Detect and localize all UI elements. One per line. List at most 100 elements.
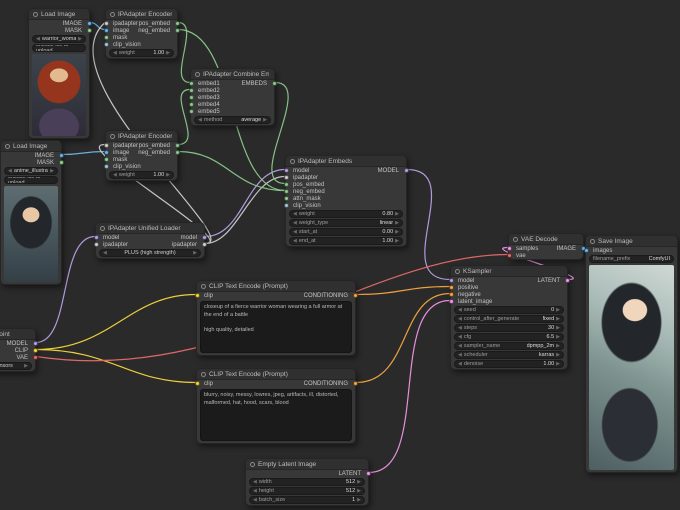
- collapse-icon[interactable]: [5, 143, 10, 149]
- output-port-model[interactable]: [201, 235, 207, 240]
- node-ipadapter-unified-loader[interactable]: IPAdapter Unified Loader model model ipa…: [93, 222, 207, 259]
- node-titlebar[interactable]: KSampler: [451, 266, 567, 277]
- node-titlebar[interactable]: IPAdapter Encoder: [106, 9, 177, 20]
- decrement-icon[interactable]: ◀: [293, 237, 297, 244]
- node-load-image-2[interactable]: Load Image IMAGE MASK ◀ anime_illustrati…: [0, 140, 64, 285]
- output-port-model[interactable]: [403, 168, 409, 173]
- output-port-neg-embed[interactable]: [174, 150, 180, 155]
- steps-widget[interactable]: ◀ steps 30 ▶: [454, 324, 564, 332]
- decrement-icon[interactable]: ◀: [293, 219, 297, 226]
- sampler-name-widget[interactable]: ◀ sampler_name dpmpp_2m ▶: [454, 342, 564, 350]
- increment-icon[interactable]: ▶: [263, 116, 267, 123]
- node-titlebar[interactable]: Load Image: [1, 141, 61, 152]
- input-port-embed2[interactable]: [188, 88, 194, 93]
- output-port-model[interactable]: [32, 341, 38, 346]
- decrement-icon[interactable]: ◀: [458, 333, 462, 340]
- node-clip-text-encode-negative[interactable]: CLIP Text Encode (Prompt) clip CONDITION…: [194, 368, 358, 444]
- collapse-icon[interactable]: [201, 371, 206, 377]
- node-titlebar[interactable]: Save Image: [586, 236, 677, 247]
- node-titlebar[interactable]: Empty Latent Image: [246, 459, 368, 470]
- increment-icon[interactable]: ▶: [556, 342, 560, 349]
- node-save-image[interactable]: Save Image images filename_prefix ComfyU…: [583, 235, 678, 473]
- node-titlebar[interactable]: IPAdapter Encoder: [106, 131, 177, 142]
- decrement-icon[interactable]: ◀: [458, 360, 462, 367]
- decrement-icon[interactable]: ◀: [8, 167, 12, 174]
- node-clip-text-encode-positive[interactable]: CLIP Text Encode (Prompt) clip CONDITION…: [194, 280, 358, 356]
- input-port-embed5[interactable]: [188, 109, 194, 114]
- input-port-vae[interactable]: [506, 253, 512, 258]
- increment-icon[interactable]: ▶: [357, 496, 361, 503]
- input-port-embed4[interactable]: [188, 102, 194, 107]
- increment-icon[interactable]: ▶: [556, 333, 560, 340]
- increment-icon[interactable]: ▶: [78, 35, 82, 42]
- collapse-icon[interactable]: [290, 158, 295, 164]
- decrement-icon[interactable]: ◀: [113, 171, 117, 178]
- collapse-icon[interactable]: [201, 283, 206, 289]
- input-port-image[interactable]: [103, 28, 109, 33]
- increment-icon[interactable]: ▶: [556, 360, 560, 367]
- decrement-icon[interactable]: ◀: [253, 478, 257, 485]
- start-at-widget[interactable]: ◀ start_at 0.00 ▶: [289, 228, 403, 236]
- output-port-vae[interactable]: [32, 355, 38, 360]
- increment-icon[interactable]: ▶: [357, 478, 361, 485]
- input-port-model[interactable]: [283, 168, 289, 173]
- method-widget[interactable]: ◀ method average ▶: [194, 116, 271, 124]
- input-port-mask[interactable]: [103, 35, 109, 40]
- decrement-icon[interactable]: ◀: [253, 487, 257, 494]
- input-port-clip-vision[interactable]: [103, 42, 109, 47]
- collapse-icon[interactable]: [33, 11, 38, 17]
- output-port-conditioning[interactable]: [352, 381, 358, 386]
- filename-prefix-widget[interactable]: filename_prefix ComfyUI: [589, 255, 674, 263]
- input-port-ipadapter[interactable]: [283, 175, 289, 180]
- output-port-clip[interactable]: [32, 348, 38, 353]
- collapse-icon[interactable]: [513, 236, 518, 242]
- node-ipadapter-embeds[interactable]: IPAdapter Embeds model MODEL ipadapter p…: [283, 155, 409, 247]
- node-titlebar[interactable]: CLIP Text Encode (Prompt): [197, 369, 355, 380]
- collapse-icon[interactable]: [195, 71, 200, 77]
- increment-icon[interactable]: ▶: [556, 315, 560, 322]
- width-widget[interactable]: ◀ width 512 ▶: [249, 478, 365, 486]
- node-titlebar[interactable]: IPAdapter Unified Loader: [96, 223, 204, 234]
- end-at-widget[interactable]: ◀ end_at 1.00 ▶: [289, 237, 403, 245]
- weight-widget[interactable]: ◀ weight 0.80 ▶: [289, 210, 403, 218]
- node-titlebar[interactable]: VAE Decode: [509, 234, 583, 245]
- input-port-image[interactable]: [103, 150, 109, 155]
- input-port-positive[interactable]: [448, 285, 454, 290]
- input-port-ipadapter[interactable]: [93, 242, 99, 247]
- decrement-icon[interactable]: ◀: [113, 49, 117, 56]
- output-port-pos-embed[interactable]: [174, 143, 180, 148]
- output-port-ipadapter[interactable]: [201, 242, 207, 247]
- collapse-icon[interactable]: [250, 461, 255, 467]
- decrement-icon[interactable]: ◀: [458, 324, 462, 331]
- node-titlebar[interactable]: IPAdapter Combine Embeds: [191, 69, 274, 80]
- input-port-clip[interactable]: [194, 293, 200, 298]
- node-ksampler[interactable]: KSampler model LATENT positive negative …: [448, 265, 570, 370]
- input-port-model[interactable]: [93, 235, 99, 240]
- decrement-icon[interactable]: ◀: [458, 315, 462, 322]
- input-port-clip-vision[interactable]: [283, 203, 289, 208]
- output-port-latent[interactable]: [564, 278, 570, 283]
- output-port-image[interactable]: [58, 153, 64, 158]
- input-port-ipadapter[interactable]: [103, 21, 109, 26]
- input-port-attn-mask[interactable]: [283, 196, 289, 201]
- node-titlebar[interactable]: CLIP Text Encode (Prompt): [197, 281, 355, 292]
- decrement-icon[interactable]: ◀: [198, 116, 202, 123]
- height-widget[interactable]: ◀ height 512 ▶: [249, 487, 365, 495]
- collapse-icon[interactable]: [590, 238, 595, 244]
- input-port-clip-vision[interactable]: [103, 164, 109, 169]
- increment-icon[interactable]: ▶: [556, 324, 560, 331]
- node-load-image-1[interactable]: Load Image IMAGE MASK ◀ warrior_woman.pn…: [28, 8, 92, 139]
- increment-icon[interactable]: ▶: [50, 167, 54, 174]
- increment-icon[interactable]: ▶: [395, 219, 399, 226]
- node-titlebar[interactable]: Load Image: [29, 9, 89, 20]
- increment-icon[interactable]: ▶: [166, 171, 170, 178]
- ckpt-name-widget[interactable]: ◀ sd15.safetensors ▶: [0, 362, 32, 370]
- output-port-embeds[interactable]: [271, 81, 277, 86]
- output-port-conditioning[interactable]: [352, 293, 358, 298]
- node-ipadapter-encoder-1[interactable]: IPAdapter Encoder ipadapter pos_embed im…: [103, 8, 180, 59]
- input-port-negative[interactable]: [448, 292, 454, 297]
- input-port-mask[interactable]: [103, 157, 109, 162]
- decrement-icon[interactable]: ◀: [36, 35, 40, 42]
- node-load-checkpoint[interactable]: Load Checkpoint MODEL CLIP VAE ◀ sd15.sa…: [0, 328, 38, 372]
